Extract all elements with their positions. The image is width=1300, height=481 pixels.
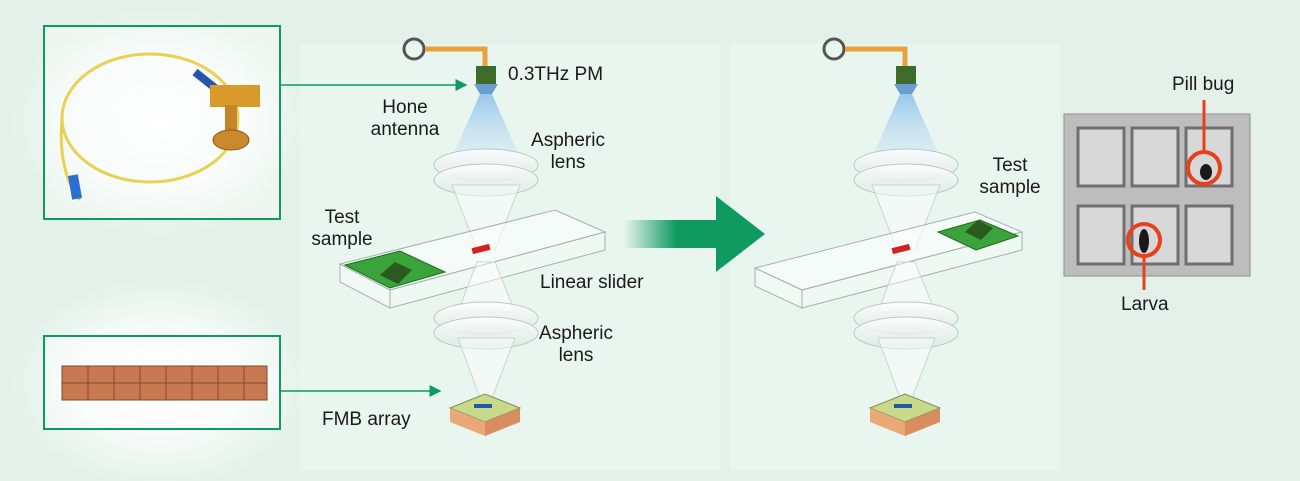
coax-adapter xyxy=(210,85,260,107)
label-linear-slider: Linear slider xyxy=(540,272,644,293)
label-test-sample-left: Test sample xyxy=(311,207,373,250)
larva-spot xyxy=(1139,229,1149,253)
slider-marker-right xyxy=(891,243,911,255)
label-larva: Larva xyxy=(1121,294,1169,315)
coax-cable-inset xyxy=(43,25,281,220)
label-pill-bug: Pill bug xyxy=(1172,74,1235,95)
pill-bug-spot xyxy=(1200,164,1212,180)
pm-detector-right xyxy=(896,66,916,84)
label-aspheric-lens-top: Aspheric lens xyxy=(531,130,605,173)
label-pm: 0.3THz PM xyxy=(508,64,604,85)
label-test-sample-right: Test sample xyxy=(979,155,1041,198)
thz-image-result xyxy=(1063,100,1251,290)
connector-icon-right xyxy=(822,37,846,61)
left-setup xyxy=(338,37,607,436)
label-horn-antenna: Hone antenna xyxy=(370,97,440,140)
cable-connector xyxy=(67,174,83,200)
label-fmb-array: FMB array xyxy=(322,409,411,430)
pm-detector-left xyxy=(476,66,496,84)
label-aspheric-lens-bottom: Aspheric lens xyxy=(539,323,613,366)
cable-loop xyxy=(60,52,240,184)
beam-top-left xyxy=(452,94,520,158)
right-setup xyxy=(753,37,1024,436)
horn-antenna-left xyxy=(474,84,498,94)
waveguide-right xyxy=(845,46,908,66)
fmb-array-inset xyxy=(43,335,281,430)
horn-antenna-right xyxy=(894,84,918,94)
waveguide-left xyxy=(425,46,488,66)
slider-marker-left xyxy=(471,243,491,255)
connector-icon-left xyxy=(402,37,426,61)
transition-arrow xyxy=(624,196,765,272)
inset-glow-top xyxy=(10,7,310,237)
